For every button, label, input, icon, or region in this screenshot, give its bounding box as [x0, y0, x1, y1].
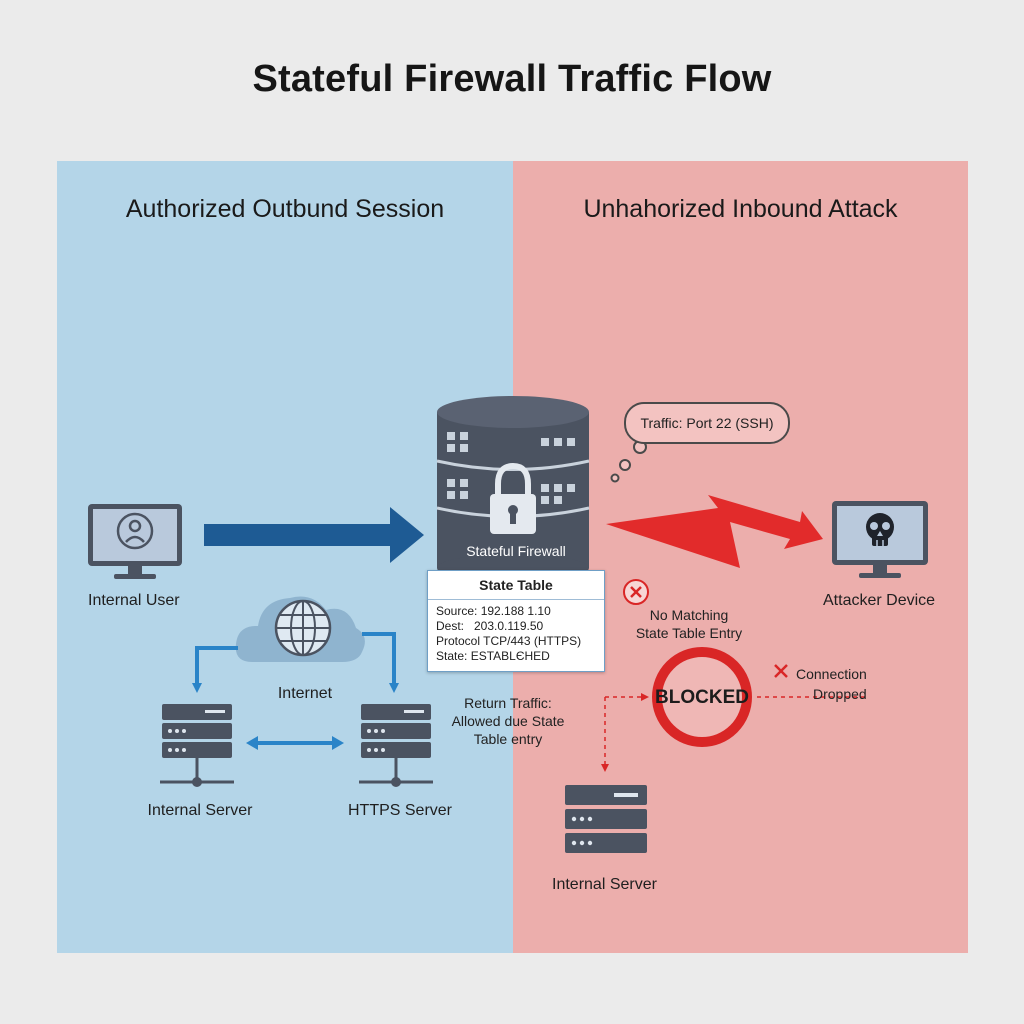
no-match-x-icon: [623, 579, 649, 605]
connection-dropped-line-2: Dropped: [813, 686, 867, 702]
right-panel-heading: Unhahorized Inbound Attack: [583, 195, 898, 223]
state-table: State Table Source: 192.188 1.10 Dest: 2…: [427, 570, 605, 672]
left-panel-heading: Authorized Outbund Session: [125, 195, 445, 223]
attacker-device-label: Attacker Device: [823, 592, 936, 609]
internal-server-icon: [160, 704, 234, 787]
state-table-dest: Dest: 203.0.119.50: [436, 619, 544, 633]
https-server-label: HTTPS Server: [347, 802, 452, 819]
blocked-ring: [652, 647, 752, 747]
outbound-arrow: [204, 507, 424, 563]
cloud-to-https-server-arrow: [362, 632, 399, 693]
internal-server-label: Internal Server: [147, 802, 253, 819]
page-title: Stateful Firewall Traffic Flow: [252, 58, 772, 100]
stateful-firewall-icon: [436, 396, 590, 582]
traffic-speech-bubble: Traffic: Port 22 (SSH): [624, 402, 790, 444]
no-match-line-1: No Matching: [649, 607, 729, 623]
no-match-line-2: State Table Entry: [635, 625, 743, 641]
connection-dropped-line-1: Connection: [796, 666, 867, 682]
connection-dropped-label: Connection Dropped: [796, 664, 867, 704]
padlock-icon: [490, 462, 536, 534]
return-traffic-label: Return Traffic: Allowed due State Table …: [440, 694, 576, 748]
cloud-to-internal-server-arrow: [192, 646, 238, 693]
internal-user-monitor-icon: [88, 504, 182, 579]
internal-user-label: Internal User: [88, 592, 180, 609]
protected-internal-server-icon: [565, 785, 647, 853]
return-traffic-line-1: Return Traffic:: [464, 695, 552, 711]
state-table-protocol: Protocol TCP/443 (HTTPS): [436, 634, 582, 648]
https-server-icon: [359, 704, 433, 787]
no-match-label: No Matching State Table Entry: [614, 606, 764, 642]
return-traffic-line-2: Allowed due State: [451, 713, 565, 729]
state-table-title: State Table: [428, 571, 604, 600]
attack-lightning-arrow: [606, 495, 823, 568]
internet-label: Internet: [277, 685, 333, 702]
return-traffic-line-3: Table entry: [473, 731, 543, 747]
protected-internal-server-label: Internal Server: [552, 876, 657, 893]
state-table-state: State: ESTABLЄHED: [436, 649, 550, 663]
connection-dropped-x-icon: [774, 664, 788, 678]
blocked-label: BLOCKED: [655, 687, 749, 708]
skull-icon: [866, 513, 894, 546]
firewall-label: Stateful Firewall: [466, 543, 566, 559]
bidirectional-arrow: [246, 736, 344, 750]
speech-bubble-tail: [610, 440, 647, 483]
state-table-source: Source: 192.188 1.10: [436, 604, 551, 618]
internet-cloud-icon: [235, 596, 365, 662]
